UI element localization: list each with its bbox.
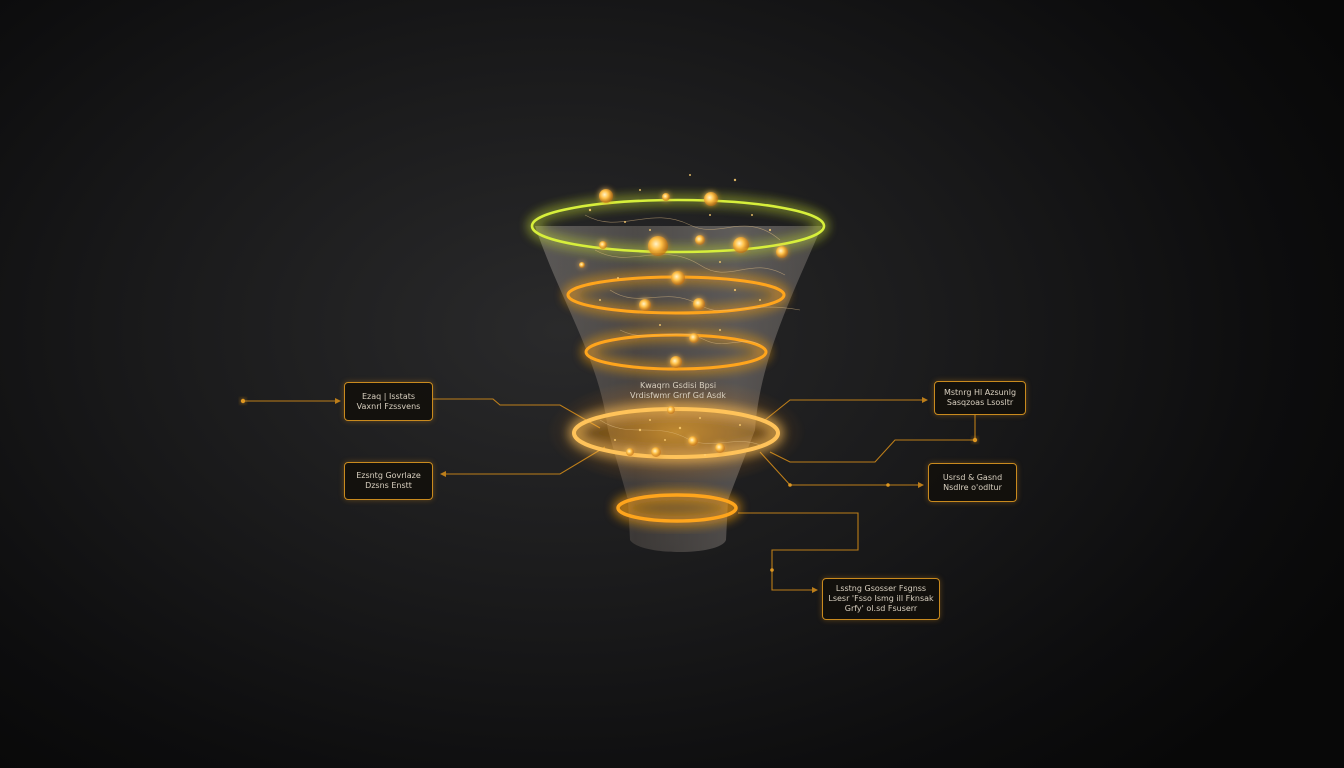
funnel-ring-1 bbox=[530, 198, 826, 254]
funnel-ring-5 bbox=[616, 493, 738, 523]
label-box-right-top: Mstnrg Hl Azsunlg Sasqzoas Lsosltr bbox=[934, 381, 1026, 415]
box-text-line: Lsesr 'Fsso Ismg ill Fknsak bbox=[828, 594, 934, 603]
arrowhead bbox=[918, 482, 924, 488]
funnel-ring-3 bbox=[584, 333, 768, 371]
funnel-center-caption: Kwaqrn Gsdisi Bpsi Vrdisfwmr Grnf Gd Asd… bbox=[618, 381, 738, 401]
sparkles bbox=[588, 174, 772, 456]
box-text-line: Mstnrg Hl Azsunlg bbox=[943, 388, 1017, 397]
label-box-left-top: Ezaq | Isstats Vaxnrl Fzssvens bbox=[344, 382, 433, 421]
funnel-ring-4 bbox=[572, 407, 780, 459]
box-text-line: Vaxnrl Fzssvens bbox=[356, 401, 421, 411]
label-box-right-middle: Usrsd & Gasnd Nsdlre o'odltur bbox=[928, 463, 1017, 502]
box-text-line: Usrsd & Gasnd bbox=[942, 472, 1003, 482]
box-text-line: Sasqzoas Lsosltr bbox=[946, 398, 1014, 407]
glowing-orbs bbox=[579, 189, 788, 457]
label-box-right-bottom: Lsstng Gsosser Fsgnss Lsesr 'Fsso Ismg i… bbox=[822, 578, 940, 620]
funnel bbox=[530, 198, 826, 552]
arrowhead bbox=[812, 587, 818, 593]
box-text-line: Nsdlre o'odltur bbox=[943, 482, 1002, 492]
arrowhead bbox=[922, 397, 928, 403]
center-caption-line-1: Kwaqrn Gsdisi Bpsi bbox=[639, 381, 717, 390]
box-text-line: Ezaq | Isstats bbox=[361, 391, 416, 401]
box-text-line: Ezsntg Govrlaze bbox=[356, 471, 421, 480]
arrowhead bbox=[335, 398, 341, 404]
box-text-line: Dzsns Enstt bbox=[365, 481, 412, 490]
box-text-line: Grfy' ol.sd Fsuserr bbox=[844, 604, 918, 613]
connector-right-bottom bbox=[738, 512, 859, 591]
label-box-left-bottom: Ezsntg Govrlaze Dzsns Enstt bbox=[344, 462, 433, 500]
center-caption-line-2: Vrdisfwmr Grnf Gd Asdk bbox=[630, 391, 726, 400]
box-text-line: Lsstng Gsosser Fsgnss bbox=[835, 584, 927, 593]
arrowhead bbox=[440, 471, 446, 477]
